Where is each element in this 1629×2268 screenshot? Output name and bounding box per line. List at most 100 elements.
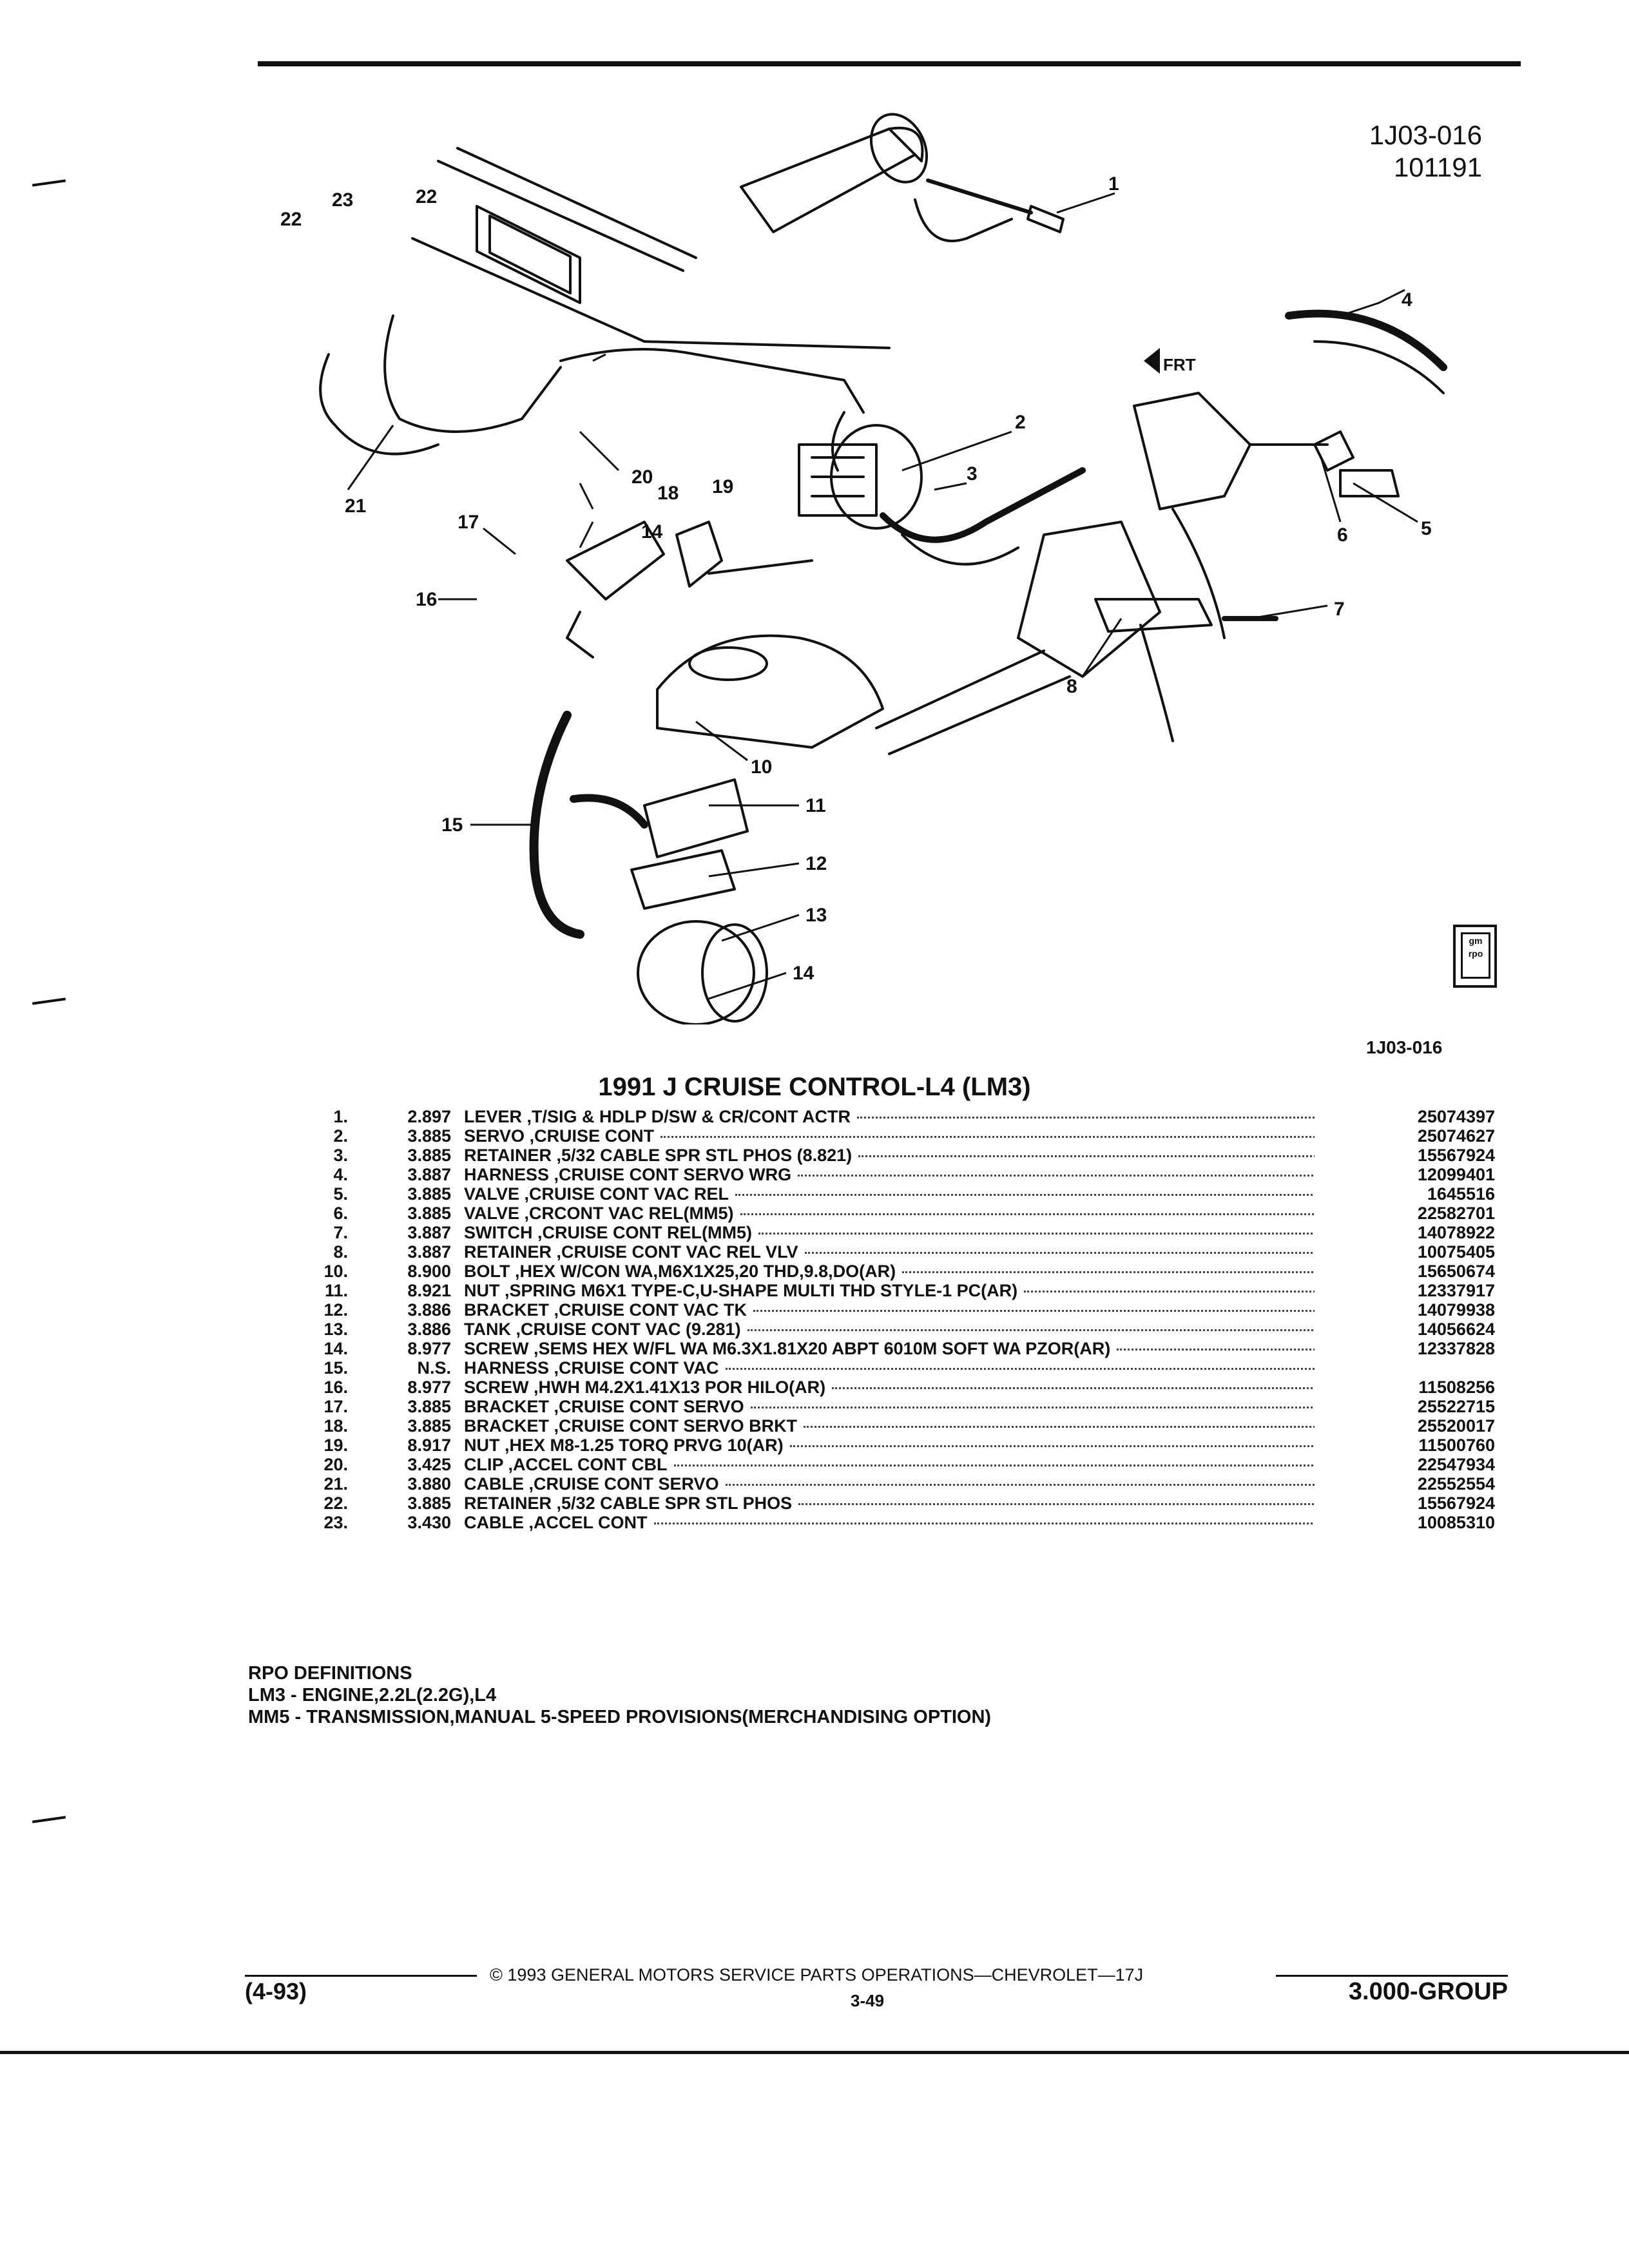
part-index: 4. — [333, 1165, 348, 1184]
part-number: 10085310 — [1417, 1513, 1495, 1532]
part-description: SCREW ,SEMS HEX W/FL WA M6.3X1.81X20 ABP… — [464, 1339, 1315, 1358]
callout-1: 1 — [1108, 173, 1119, 195]
part-number: 11500760 — [1418, 1436, 1495, 1455]
part-description: LEVER ,T/SIG & HDLP D/SW & CR/CONT ACTR — [464, 1107, 1315, 1126]
part-detail: ,ACCEL CONT — [528, 1513, 648, 1532]
part-index: 5. — [333, 1184, 348, 1204]
part-name: BOLT — [464, 1262, 510, 1281]
group-number: 3.887 — [407, 1223, 451, 1242]
callout-22-left: 22 — [280, 209, 302, 230]
group-number: 3.885 — [407, 1184, 451, 1204]
part-number: 22547934 — [1417, 1455, 1495, 1474]
part-detail: ,CRUISE CONT VAC — [554, 1358, 719, 1378]
part-index: 10. — [323, 1262, 348, 1281]
dot-leader — [725, 1484, 1315, 1486]
part-detail: ,HWH M4.2X1.41X13 POR HILO(AR) — [534, 1378, 826, 1397]
part-index: 22. — [323, 1494, 348, 1513]
part-index: 21. — [323, 1474, 348, 1494]
part-detail: ,5/32 CABLE SPR STL PHOS — [556, 1494, 793, 1513]
front-arrow-icon — [1144, 348, 1160, 374]
part-detail: ,ACCEL CONT CBL — [508, 1455, 668, 1474]
rpo-line-lm3: LM3 - ENGINE,2.2L(2.2G),L4 — [248, 1685, 497, 1706]
part-number: 25522715 — [1417, 1397, 1495, 1416]
part-name: BRACKET — [464, 1397, 549, 1416]
dot-leader — [798, 1503, 1315, 1505]
rpo-definitions: RPO DEFINITIONS LM3 - ENGINE,2.2L(2.2G),… — [248, 1662, 991, 1728]
part-index: 20. — [323, 1455, 348, 1474]
callout-20: 20 — [631, 466, 653, 488]
part-number: 14079938 — [1417, 1300, 1495, 1320]
group-number: 8.977 — [407, 1378, 451, 1397]
part-name: SCREW — [464, 1378, 529, 1397]
part-number: 11508256 — [1418, 1378, 1495, 1397]
part-detail: ,CRUISE CONT SERVO BRKT — [554, 1416, 798, 1436]
part-name: RETAINER — [464, 1242, 552, 1262]
callout-11: 11 — [805, 795, 826, 816]
dot-leader — [653, 1523, 1315, 1524]
dot-leader — [1117, 1349, 1315, 1350]
part-number: 15650674 — [1417, 1262, 1495, 1281]
part-name: RETAINER — [464, 1494, 552, 1513]
group-number: 3.430 — [407, 1513, 451, 1532]
part-index: 11. — [324, 1281, 348, 1300]
part-detail: ,CRUISE CONT VAC REL — [524, 1184, 729, 1204]
part-name: VALVE — [464, 1184, 520, 1204]
margin-mark — [32, 1816, 66, 1823]
part-description: TANK ,CRUISE CONT VAC (9.281) — [464, 1320, 1315, 1339]
group-number: 8.977 — [407, 1339, 451, 1358]
part-number: 10075405 — [1417, 1242, 1495, 1262]
callout-19: 19 — [712, 476, 733, 497]
dot-leader — [735, 1194, 1315, 1196]
part-name: LEVER — [464, 1107, 523, 1126]
callout-10: 10 — [751, 756, 772, 778]
part-detail: ,CRUISE CONT SERVO — [528, 1474, 719, 1494]
footer-rule-left — [245, 1975, 477, 1977]
dot-leader — [804, 1252, 1315, 1254]
part-number: 25520017 — [1417, 1416, 1495, 1436]
part-index: 15. — [323, 1358, 348, 1378]
group-number: 3.885 — [407, 1397, 451, 1416]
part-description: RETAINER ,CRUISE CONT VAC REL VLV — [464, 1242, 1315, 1262]
callout-22-right: 22 — [416, 186, 437, 207]
dot-leader — [902, 1271, 1315, 1273]
part-number: 25074627 — [1417, 1126, 1495, 1146]
part-description: HARNESS ,CRUISE CONT VAC — [464, 1358, 1315, 1378]
part-description: CABLE ,ACCEL CONT — [464, 1513, 1315, 1532]
part-detail: ,CRUISE CONT — [529, 1126, 655, 1146]
doc-date: 101191 — [1393, 152, 1482, 182]
group-number: 8.921 — [407, 1281, 451, 1300]
page-footer: © 1993 GENERAL MOTORS SERVICE PARTS OPER… — [245, 1965, 1508, 2010]
rpo-line-mm5: MM5 - TRANSMISSION,MANUAL 5-SPEED PROVIS… — [248, 1707, 992, 1727]
part-number: 15567924 — [1417, 1494, 1495, 1513]
part-index: 14. — [323, 1339, 348, 1358]
page-title: 1991 J CRUISE CONTROL-L4 (LM3) — [598, 1073, 1031, 1101]
part-index: 7. — [333, 1223, 348, 1242]
dot-leader — [798, 1175, 1315, 1177]
part-name: SERVO — [464, 1126, 525, 1146]
part-number: 15567924 — [1417, 1146, 1495, 1165]
part-name: CABLE — [464, 1474, 524, 1494]
part-name: HARNESS — [464, 1358, 550, 1378]
dot-leader — [660, 1136, 1315, 1138]
part-index: 18. — [323, 1416, 348, 1436]
group-number: 3.886 — [407, 1300, 451, 1320]
part-name: SWITCH — [464, 1223, 533, 1242]
part-detail: ,CRUISE CONT SERVO WRG — [554, 1165, 792, 1184]
footer-rule-right — [1276, 1975, 1508, 1977]
part-description: RETAINER ,5/32 CABLE SPR STL PHOS (8.821… — [464, 1146, 1315, 1165]
dot-leader — [832, 1387, 1315, 1389]
dot-leader — [750, 1407, 1315, 1408]
group-number: 3.885 — [407, 1126, 451, 1146]
group-number: 3.886 — [407, 1320, 451, 1339]
callout-4: 4 — [1402, 289, 1412, 311]
part-index: 13. — [323, 1320, 348, 1339]
part-name: HARNESS — [464, 1165, 550, 1184]
part-detail: ,CRCONT VAC REL(MM5) — [524, 1204, 734, 1223]
part-name: TANK — [464, 1320, 511, 1339]
